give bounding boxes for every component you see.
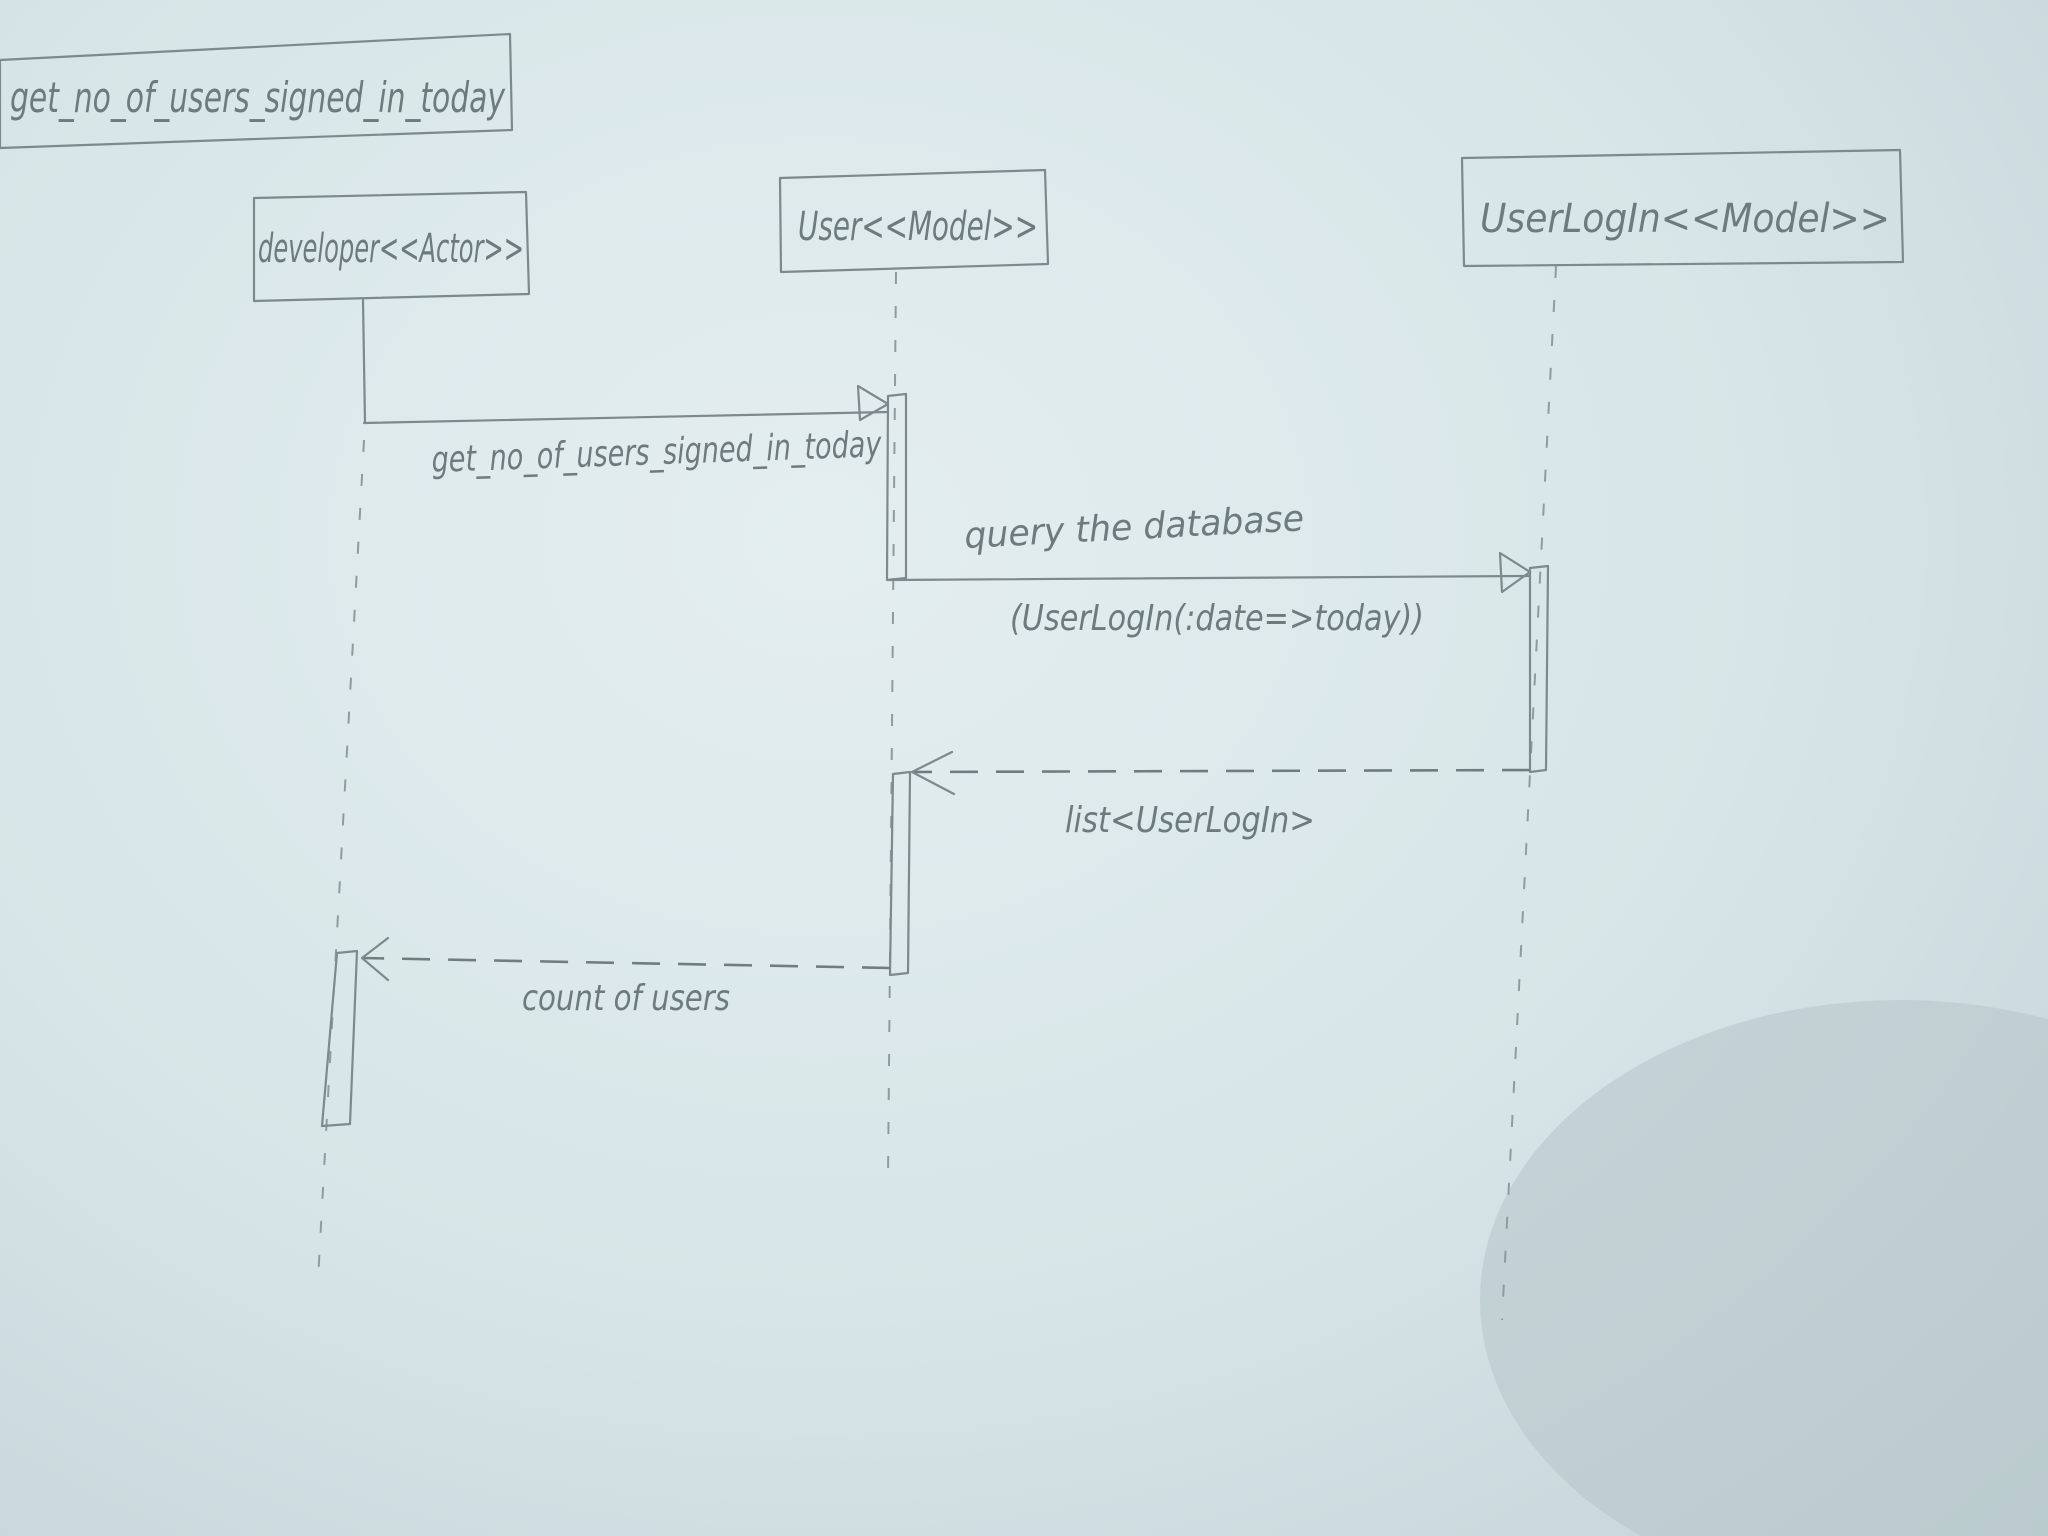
message-3-open-arrowhead-icon: [910, 750, 956, 796]
message-4-label: count of users: [522, 978, 730, 1019]
participant-developer-label: developer<<Actor>>: [258, 226, 524, 272]
user-lifeline: [887, 271, 897, 1181]
participant-developer: developer<<Actor>>: [252, 190, 531, 303]
diagram-title-frame: get_no_of_users_signed_in_today: [0, 32, 514, 150]
message-3-label: list<UserLogIn>: [1065, 800, 1315, 841]
message-4-dashed-line: [361, 956, 891, 970]
message-2-sublabel: (UserLogIn(:date=>today)): [1010, 598, 1424, 639]
message-get-users-signed-in: get_no_of_users_signed_in_today: [362, 384, 890, 481]
message-3-dashed-line: [911, 768, 1531, 774]
diagram-title: get_no_of_users_signed_in_today: [10, 73, 506, 122]
developer-lifeline-solid: [361, 298, 367, 425]
participant-user: User<<Model>>: [778, 168, 1050, 274]
message-1-arrow-line: [362, 410, 890, 425]
message-1-arrowhead-icon: [856, 384, 890, 422]
paper-shadow: [1480, 1000, 2048, 1536]
message-query-database: query the database (UserLogIn(:date=>tod…: [886, 498, 1532, 639]
userlogin-activation-bar: [1528, 564, 1550, 774]
developer-lifeline: [317, 439, 365, 1281]
message-2-label: query the database: [963, 498, 1305, 557]
userlogin-lifeline: [1501, 265, 1557, 1321]
developer-activation-bar: [320, 949, 359, 1128]
participant-user-label: User<<Model>>: [798, 204, 1038, 250]
user-activation-bar-2: [888, 770, 912, 977]
participant-userlogin: UserLogIn<<Model>>: [1460, 148, 1905, 268]
message-2-arrow-line: [886, 574, 1532, 582]
message-list-userlogin: list<UserLogIn>: [910, 750, 1531, 841]
message-4-open-arrowhead-icon: [360, 936, 390, 982]
message-count-of-users: count of users: [360, 936, 891, 1019]
participant-userlogin-label: UserLogIn<<Model>>: [1480, 196, 1890, 242]
message-1-label: get_no_of_users_signed_in_today: [431, 424, 883, 481]
user-activation-bar-1: [885, 392, 908, 582]
message-2-arrowhead-icon: [1498, 551, 1532, 594]
